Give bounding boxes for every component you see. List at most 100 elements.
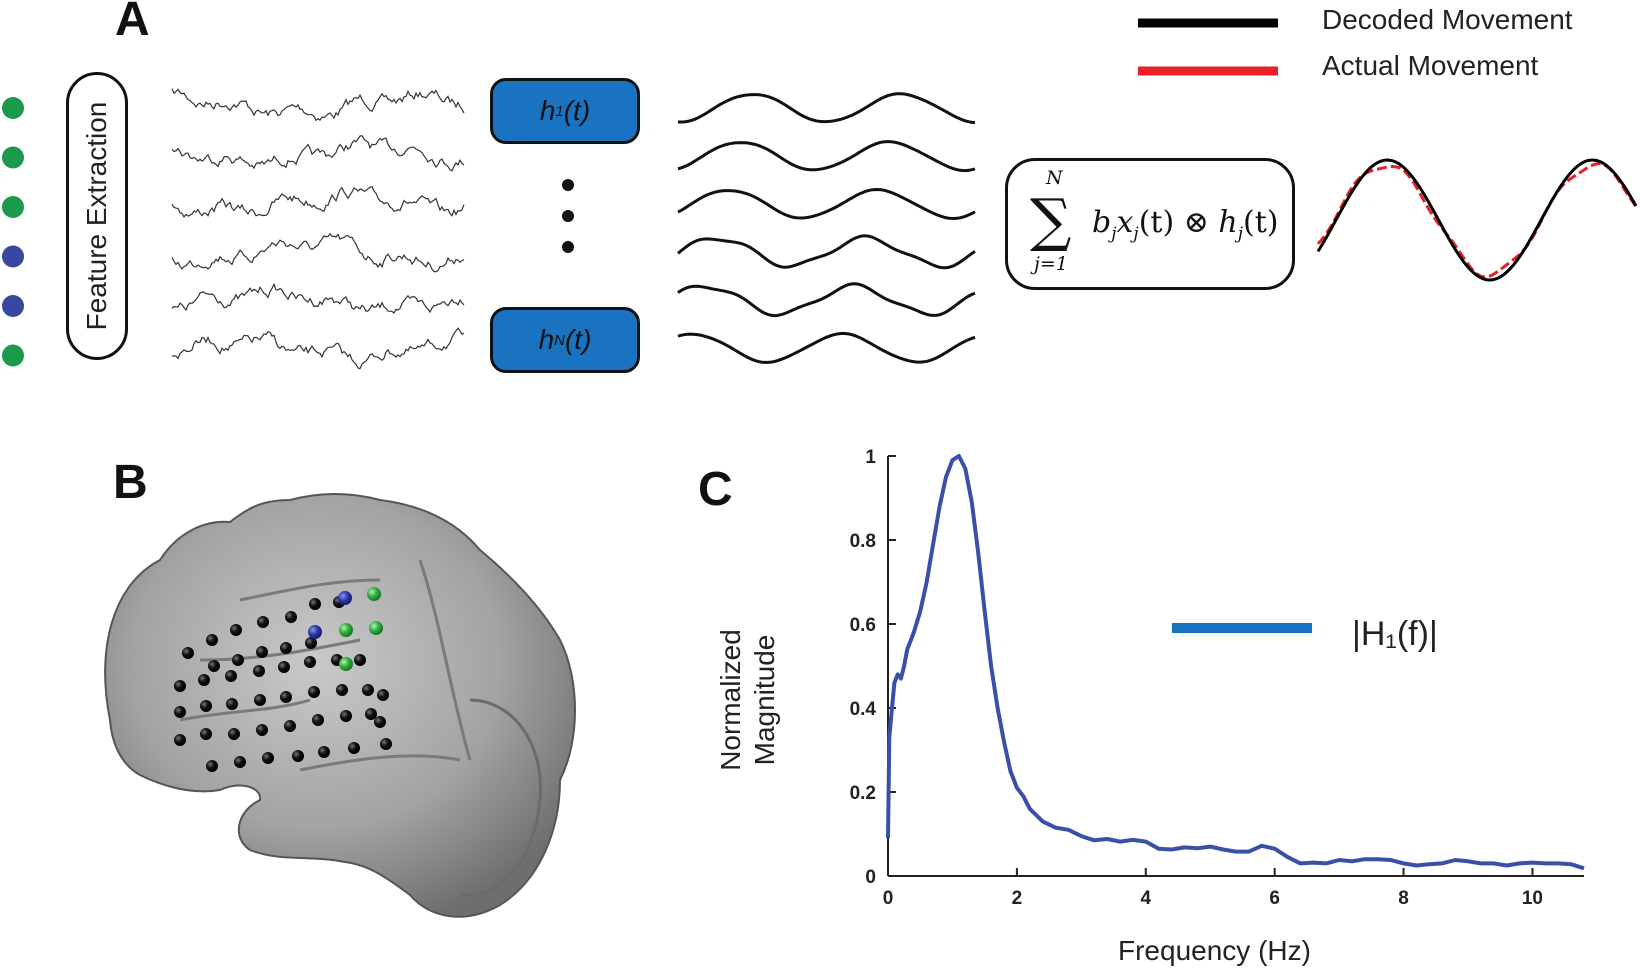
y-title-line-2: Magnitude [749, 634, 780, 766]
channel-dots [2, 97, 24, 367]
filtered-trace [677, 234, 976, 270]
electrode [348, 742, 360, 754]
electrode [253, 665, 265, 677]
electrode [206, 634, 218, 646]
raw-trace [171, 185, 465, 218]
y-tick-label: 0.2 [850, 783, 876, 804]
channel-dot [2, 344, 24, 367]
actual-movement-line [1316, 162, 1638, 279]
electrode-green [369, 621, 383, 635]
y-tick-label: 0.8 [850, 531, 876, 552]
electrode [206, 760, 218, 772]
electrode [198, 674, 210, 686]
chart-x-axis-title: Frequency (Hz) [1118, 935, 1311, 966]
y-tick-label: 1 [865, 447, 876, 468]
chart-y-axis-title: Normalized Magnitude [714, 629, 782, 771]
series-line [886, 454, 1585, 871]
electrode [228, 728, 240, 740]
raw-trace [171, 282, 465, 314]
electrode [234, 756, 246, 768]
electrode [226, 698, 238, 710]
raw-trace [171, 135, 465, 172]
electrode-blue [308, 625, 322, 639]
filter-first-sub: 1 [555, 102, 564, 120]
filtered-trace [678, 92, 976, 125]
electrode [257, 616, 269, 628]
electrode [225, 670, 237, 682]
electrode [354, 654, 366, 666]
filter-last-arg: (t) [564, 324, 592, 355]
electrode [309, 598, 321, 610]
electrode [200, 728, 212, 740]
electrode-grid [174, 587, 392, 772]
electrode [308, 686, 320, 698]
chart-legend-label: |H₁(f)| [1352, 615, 1438, 653]
filter-first-arg: (t) [563, 95, 591, 126]
filtered-trace [677, 187, 976, 221]
channel-dot [2, 196, 24, 218]
electrode [256, 724, 268, 736]
electrode-green [339, 657, 353, 671]
electrode [292, 750, 304, 762]
filter-first-name: h [539, 95, 556, 126]
channel-dot [2, 245, 24, 268]
x-tick-label: 2 [1012, 888, 1023, 909]
electrode [284, 720, 296, 732]
filtered-trace [677, 331, 976, 364]
electrode [280, 642, 292, 654]
electrode [174, 734, 186, 746]
electrode [365, 708, 377, 720]
decoded-movement-line [1316, 158, 1638, 282]
y-tick-label: 0 [865, 867, 876, 888]
y-tick-label: 0.4 [850, 699, 877, 720]
sigma-symbol: ∑ [1030, 186, 1072, 254]
electrode-green [367, 587, 381, 601]
raw-trace [171, 232, 465, 273]
electrode-blue [338, 591, 352, 605]
y-title-line-1: Normalized [715, 629, 746, 771]
expr-x: x [1116, 205, 1134, 240]
filter-last-name: h [538, 324, 555, 355]
electrode [182, 647, 194, 659]
sum-upper-limit: N [1046, 167, 1063, 189]
electrode [280, 691, 292, 703]
x-tick-label: 6 [1269, 888, 1280, 909]
electrode [200, 700, 212, 712]
electrode [256, 646, 268, 658]
electrode [208, 660, 220, 672]
electrode [305, 637, 317, 649]
feature-extraction-box: Feature Extraction [66, 72, 128, 360]
brain-model [104, 493, 576, 918]
filtered-trace [677, 282, 976, 318]
filtered-signal-traces [677, 92, 976, 364]
electrode [262, 752, 274, 764]
x-tick-label: 8 [1398, 888, 1409, 909]
panel-label-c: C [698, 463, 733, 516]
expr-h-sub: j [1237, 224, 1243, 244]
filter-last-sub: N [554, 331, 565, 349]
decoded-legend-label: Decoded Movement [1322, 4, 1573, 35]
ellipsis-dots [562, 179, 574, 253]
channel-dot [2, 295, 24, 317]
expr-x-arg: (t) [1138, 205, 1175, 240]
electrode [336, 684, 348, 696]
expr-h: h [1218, 205, 1238, 240]
raw-trace [171, 88, 465, 122]
electrode-green [339, 623, 353, 637]
electrode [230, 624, 242, 636]
electrode [254, 694, 266, 706]
raw-trace [171, 327, 465, 370]
expr-b-sub: j [1111, 224, 1117, 244]
channel-dot [2, 97, 24, 119]
filtered-trace [677, 140, 976, 173]
sum-lower-limit: j=1 [1034, 253, 1068, 275]
expr-x-sub: j [1133, 224, 1139, 244]
summation-formula-box: N ∑ j=1 bjxj(t) ⊗ hj(t) [1005, 158, 1295, 290]
decoded-vs-actual-plot [1316, 158, 1638, 282]
electrode [174, 680, 186, 692]
electrode [340, 710, 352, 722]
